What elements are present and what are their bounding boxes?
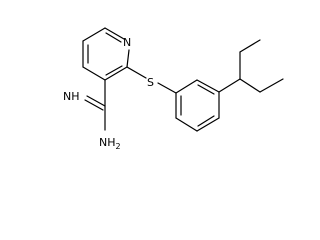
bond-n1-c2: [126, 49, 130, 68]
bond-c3-c4: [82, 66, 106, 81]
bond-c2p-c3p: [196, 79, 220, 93]
pyridine-ring: [82, 27, 130, 81]
methyl-groups: [218, 39, 284, 93]
bond-c1p-c2p: [175, 79, 198, 94]
molecule-structure-diagram: N NH NH2 S: [63, 27, 284, 151]
sulfur-label: S: [147, 76, 154, 89]
bond-amidine-imine: [86, 95, 106, 107]
pyridine-nitrogen-label: N: [123, 36, 131, 49]
bond-c6-n1-inner: [105, 32, 122, 43]
phenyl-ring: [175, 79, 220, 132]
bond-c2-sulfur: [126, 66, 147, 79]
amine-subscript: 2: [116, 142, 121, 151]
bond-c6-n1: [104, 27, 125, 40]
bond-methyl-4-tip: [259, 78, 284, 93]
thioether-linkage: [126, 66, 177, 94]
bond-sulfur-phenyl: [157, 82, 177, 94]
bond-c5-c6: [82, 27, 106, 42]
amine-label: NH: [99, 136, 116, 149]
bond-c2p-c3p-inner: [197, 84, 215, 95]
bond-c4p-c5p-inner: [197, 115, 215, 127]
bond-c4p-c5p: [196, 117, 220, 132]
bond-amidine-imine-second: [84, 99, 104, 111]
bond-methyl-4: [239, 78, 261, 93]
amine-label-group: NH2: [99, 136, 121, 151]
bond-methyl-3-tip: [239, 39, 261, 53]
bond-c5p-c6p: [175, 117, 198, 132]
bond-c2-c3-inner: [105, 65, 123, 76]
bond-c2-c3: [104, 66, 128, 81]
imine-label: NH: [63, 90, 80, 103]
amidine-group: [84, 79, 106, 131]
bond-methyl-3: [218, 78, 241, 93]
